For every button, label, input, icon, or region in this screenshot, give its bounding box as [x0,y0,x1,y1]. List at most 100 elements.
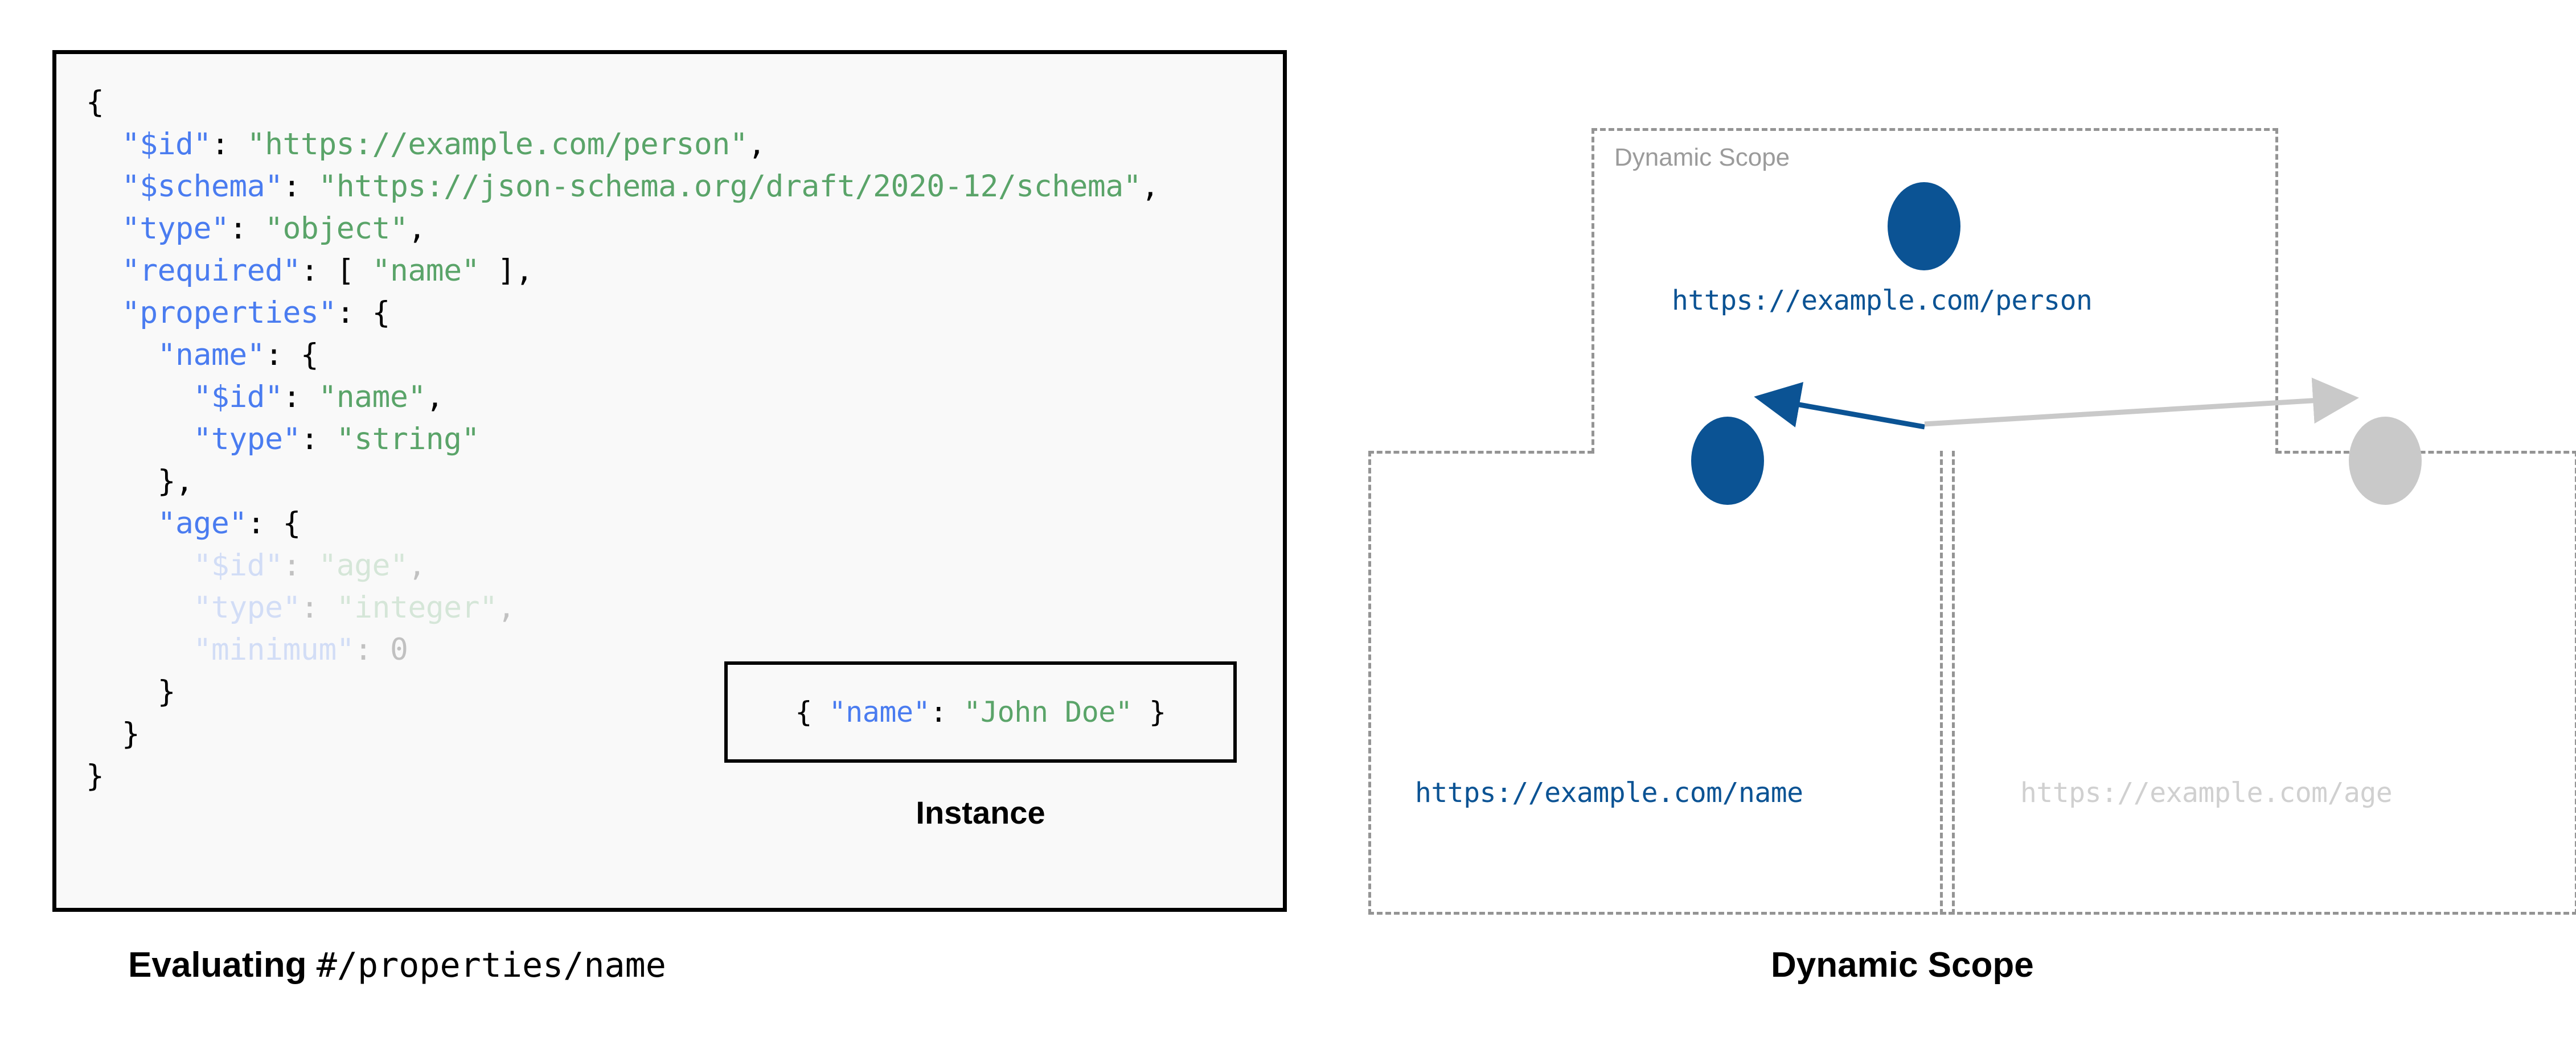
code-token: "name" [372,253,480,288]
code-token: "type" [121,211,229,246]
code-token [86,422,193,456]
code-token: , [748,127,766,162]
instance-box: { "name": "John Doe" } [724,661,1237,763]
code-token [86,211,122,246]
code-token: : [229,211,265,246]
dynamic-scope-diagram: Dynamic Scope https://example.com/person… [1355,102,2576,922]
instance-label: Instance [916,795,1045,830]
code-token [86,127,122,162]
code-token: } [86,674,176,709]
code-token: "$id" [193,380,283,414]
scope-box-age-top-edge [2276,451,2576,454]
scope-box-name [1368,451,1955,915]
left-caption-pointer: #/properties/name [316,945,666,985]
code-token: "name" [828,696,930,729]
code-token: "https://example.com/person" [247,127,748,162]
scope-box-root [1591,128,2278,454]
code-token: "$id" [121,127,212,162]
code-line: "type": "object", [86,208,1159,250]
code-line: "$id": "name", [86,376,1159,418]
left-caption-prefix: Evaluating [128,945,317,985]
code-line: } [86,713,1159,755]
code-token: : [300,422,337,456]
code-line: "$id": "https://example.com/person", [86,124,1159,166]
node-circle-person [1888,182,1960,270]
code-line: "required": [ "name" ], [86,250,1159,292]
code-token: , [1141,169,1159,204]
instance-code: { "name": "John Doe" } [795,696,1166,729]
code-token: , [497,590,515,625]
code-token: : [930,696,964,729]
node-circle-age [2349,417,2422,505]
code-token: "John Doe" [963,696,1133,729]
code-token: "required" [121,253,301,288]
node-label-name: https://example.com/name [1415,777,1803,809]
code-token: : [282,548,319,583]
code-token: "type" [193,422,301,456]
code-token: "integer" [336,590,498,625]
code-token: "object" [265,211,408,246]
scope-title: Dynamic Scope [1614,143,1790,171]
code-token: { [86,85,104,120]
code-token [86,506,158,541]
node-circle-name [1691,417,1764,505]
code-token: "https://json-schema.org/draft/2020-12/s… [318,169,1142,204]
code-line: "age": { [86,503,1159,545]
code-line: "$schema": "https://json-schema.org/draf… [86,166,1159,208]
code-token: { [795,696,829,729]
code-token: "age" [157,506,248,541]
code-token [86,548,193,583]
code-token: , [408,211,426,246]
code-token: , [408,548,426,583]
code-token: "$id" [193,548,283,583]
code-token: "age" [318,548,408,583]
code-token: "type" [193,590,301,625]
scope-box-age [1940,451,2576,915]
code-token [86,338,158,372]
code-token: : [300,590,337,625]
code-token: "minimum" [193,632,355,667]
code-token: : [211,127,247,162]
code-token: 0 [389,632,408,667]
code-token: : { [336,295,391,330]
code-token: : [354,632,390,667]
code-token [86,590,193,625]
code-token: ], [479,253,534,288]
code-token: } [86,759,104,793]
code-token: } [86,717,140,751]
code-token: "properties" [121,295,337,330]
code-line: } [86,755,1159,797]
code-token [86,380,193,414]
code-line: "properties": { [86,292,1159,334]
code-token: }, [86,464,194,499]
code-token: "name" [157,338,265,372]
code-line: }, [86,460,1159,503]
left-caption: Evaluating #/properties/name [128,945,666,985]
code-token: : [ [300,253,372,288]
code-line: "$id": "age", [86,545,1159,587]
code-token: , [425,380,444,414]
code-token [86,295,122,330]
code-line: "type": "string" [86,418,1159,460]
code-token: : { [247,506,301,541]
scope-box-name-top-edge [1368,451,1593,454]
code-line: "name": { [86,334,1159,376]
code-token: } [1132,696,1166,729]
code-token [86,632,193,667]
code-token: "$schema" [121,169,283,204]
code-line: "type": "integer", [86,587,1159,629]
code-line: } [86,671,1159,713]
code-token [86,253,122,288]
schema-code-block: { "$id": "https://example.com/person", "… [86,81,1159,797]
code-token: "name" [318,380,426,414]
code-line: { [86,81,1159,124]
node-label-age: https://example.com/age [2020,777,2393,809]
code-line: "minimum": 0 [86,629,1159,671]
code-token: : { [265,338,319,372]
code-token: : [282,380,319,414]
schema-panel: { "$id": "https://example.com/person", "… [52,50,1287,912]
code-token [86,169,122,204]
node-label-person: https://example.com/person [1672,285,2093,316]
code-token: "string" [336,422,480,456]
right-caption: Dynamic Scope [1771,945,2034,985]
